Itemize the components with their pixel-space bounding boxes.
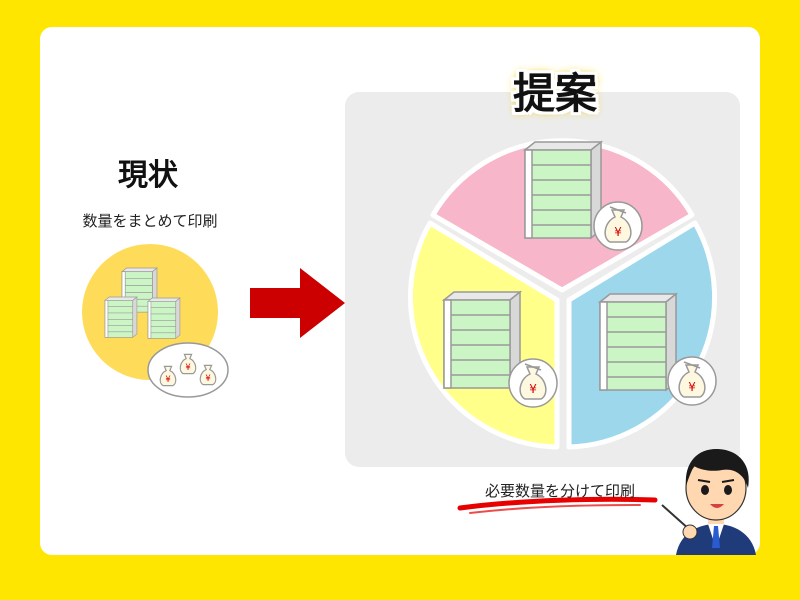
paper-stack-icon (599, 293, 677, 391)
current-title: 現状 (118, 158, 178, 193)
current-subtitle: 数量をまとめて印刷 (82, 212, 218, 230)
right-arrow-icon (250, 268, 345, 338)
yen-money-bag-icon (667, 356, 717, 406)
yen-money-bag-icon: ¥ ¥ ¥ (147, 342, 229, 398)
yen-money-bag-icon (593, 201, 643, 251)
proposal-subtitle: 必要数量を分けて印刷 (484, 482, 635, 500)
yen-symbol: ¥ (165, 374, 170, 384)
yen-symbol: ¥ (185, 362, 190, 372)
yen-money-bag-icon (508, 358, 558, 408)
businessman-pointer-illustration (661, 448, 756, 555)
paper-stack-icon (443, 291, 521, 389)
proposal-title: 提案 (512, 69, 597, 118)
paper-stack-icon (104, 296, 138, 338)
underline-stroke (457, 496, 658, 511)
yen-symbol: ¥ (205, 373, 210, 383)
paper-stack-icon (524, 141, 602, 239)
paper-stack-icon (147, 297, 181, 339)
